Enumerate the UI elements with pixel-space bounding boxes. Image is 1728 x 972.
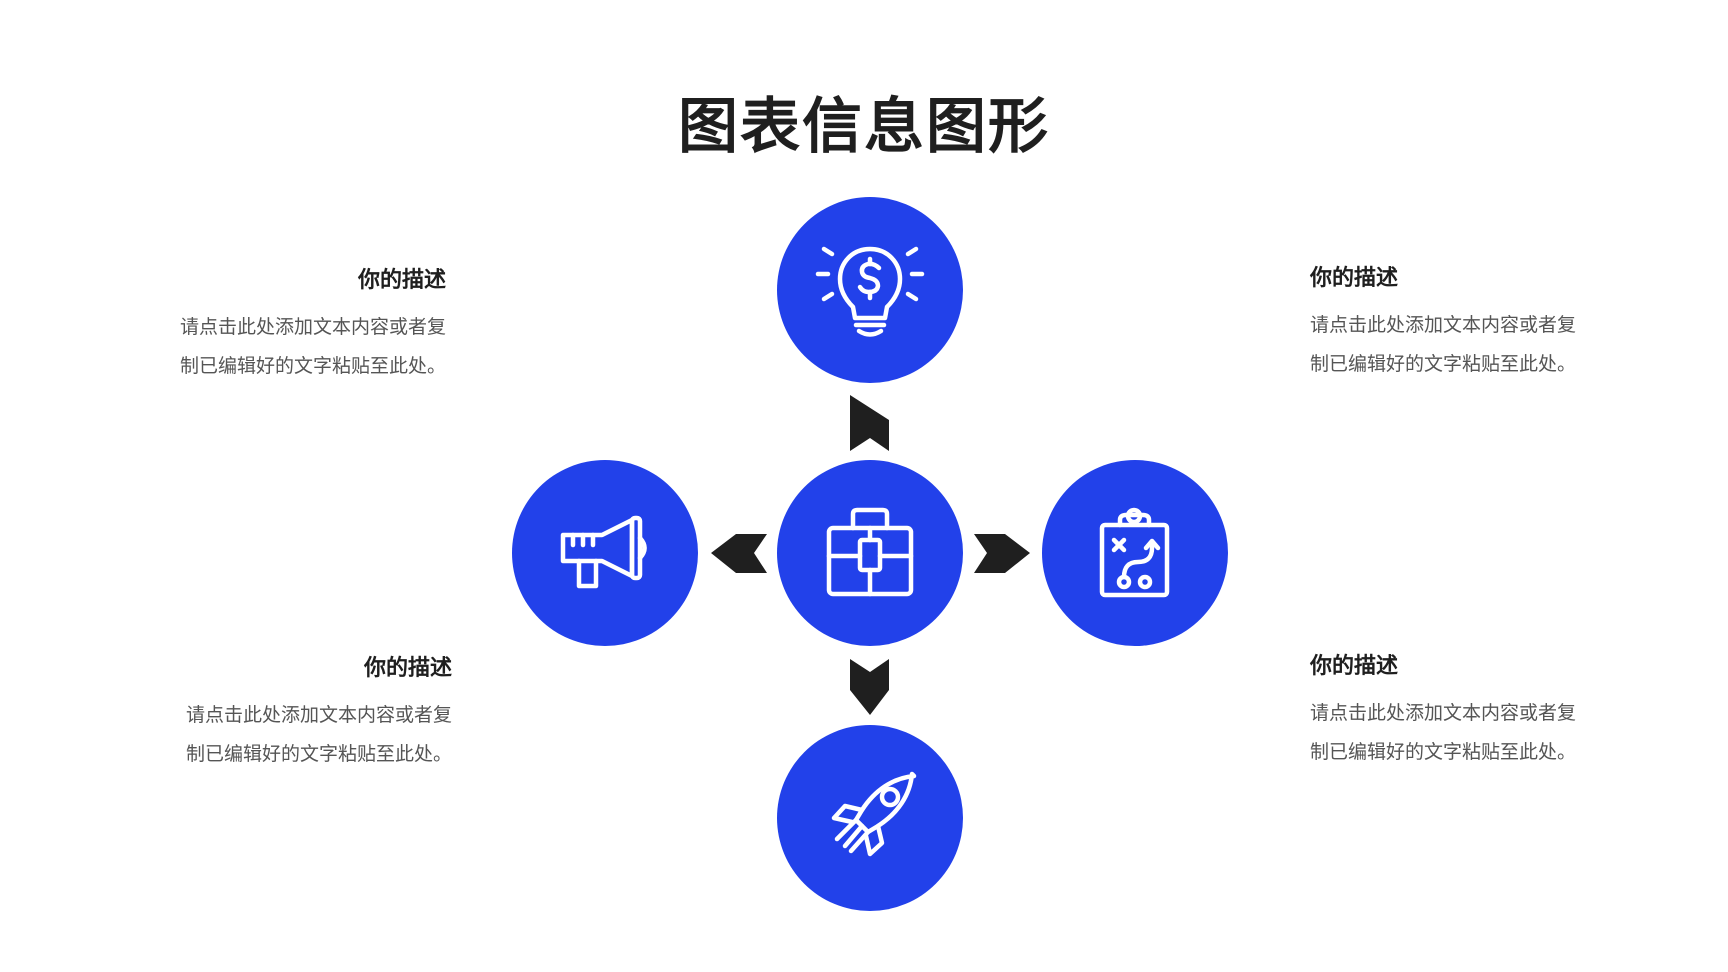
center-node[interactable] [777,460,963,646]
description-bottom-right: 你的描述 请点击此处添加文本内容或者复 制已编辑好的文字粘贴至此处。 [1310,648,1630,772]
right-node[interactable] [1042,460,1228,646]
description-heading: 你的描述 [1310,266,1399,291]
arrow-right [974,534,1030,573]
description-line: 请点击此处添加文本内容或者复 [1310,314,1577,336]
bottom-node[interactable] [777,725,963,911]
description-heading: 你的描述 [1310,654,1399,679]
description-top-right: 你的描述 请点击此处添加文本内容或者复 制已编辑好的文字粘贴至此处。 [1310,260,1630,384]
description-line: 制已编辑好的文字粘贴至此处。 [1310,353,1577,375]
rocket-icon [831,771,917,857]
description-line: 制已编辑好的文字粘贴至此处。 [1310,741,1577,763]
description-top-left: 你的描述 请点击此处添加文本内容或者复 制已编辑好的文字粘贴至此处。 [126,262,446,386]
description-line: 请点击此处添加文本内容或者复 [179,316,446,338]
arrow-left [711,534,767,573]
description-heading: 你的描述 [357,268,446,293]
left-node[interactable] [512,460,698,646]
description-bottom-left: 你的描述 请点击此处添加文本内容或者复 制已编辑好的文字粘贴至此处。 [132,650,452,774]
description-line: 请点击此处添加文本内容或者复 [185,704,452,726]
description-heading: 你的描述 [363,656,452,681]
description-line: 制已编辑好的文字粘贴至此处。 [185,743,452,765]
arrow-up [850,395,889,451]
description-line: 请点击此处添加文本内容或者复 [1310,702,1577,724]
strategy-clipboard-icon [1099,507,1170,598]
megaphone-icon [560,515,647,589]
lightbulb-dollar-icon [815,246,925,337]
page-title: 图表信息图形 [678,92,1050,162]
briefcase-icon [826,507,914,597]
arrow-down [850,659,889,715]
description-line: 制已编辑好的文字粘贴至此处。 [179,355,446,377]
